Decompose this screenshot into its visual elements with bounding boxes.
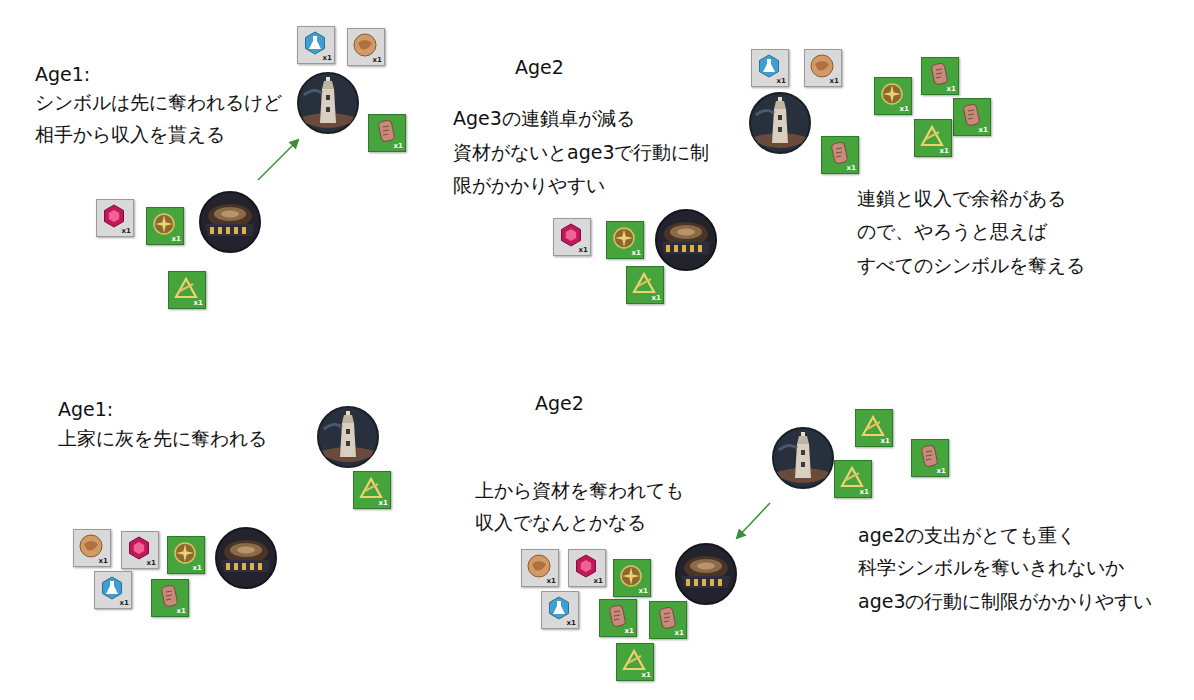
science-tile: x1 (613, 559, 651, 597)
science-tile: x1 (626, 266, 664, 304)
resource-tile: x1 (553, 218, 591, 256)
count-label: x1 (777, 77, 786, 85)
resource-tile: x1 (73, 529, 111, 567)
resource-tile: x1 (347, 28, 385, 66)
resource-tile: x1 (94, 571, 132, 609)
count-label: x1 (147, 559, 156, 567)
note-text: 収入でなんとかなる (475, 510, 646, 534)
count-label: x1 (194, 299, 203, 307)
resource-tile: x1 (568, 549, 606, 587)
count-label: x1 (847, 164, 856, 172)
science-tile: x1 (167, 536, 205, 574)
flow-arrow (258, 140, 298, 180)
note-text: age3の行動に制限がかかりやすい (858, 589, 1152, 613)
science-tile: x1 (834, 460, 872, 498)
count-label: x1 (172, 235, 181, 243)
age-heading: Age1: (35, 62, 90, 86)
science-tile: x1 (616, 643, 654, 681)
resource-tile: x1 (521, 549, 559, 587)
count-label: x1 (323, 54, 332, 62)
count-label: x1 (177, 607, 186, 615)
science-tile: x1 (649, 601, 687, 639)
science-tile: x1 (353, 471, 391, 509)
count-label: x1 (675, 629, 684, 637)
note-text: 連鎖と収入で余裕がある (857, 186, 1066, 210)
note-text: 上から資材を奪われても (475, 478, 684, 502)
count-label: x1 (394, 142, 403, 150)
resource-tile: x1 (121, 531, 159, 569)
science-tile: x1 (921, 57, 959, 95)
count-label: x1 (652, 294, 661, 302)
note-text: 限がかかりやすい (453, 173, 605, 197)
count-label: x1 (99, 557, 108, 565)
age-heading: Age2 (515, 55, 564, 79)
note-text: 相手から収入を貰える (35, 122, 225, 146)
resource-tile: x1 (297, 26, 335, 64)
count-label: x1 (937, 467, 946, 475)
note-text: Age3の連鎖卓が減る (453, 106, 635, 130)
science-tile: x1 (855, 409, 893, 447)
resource-tile: x1 (804, 49, 842, 87)
count-label: x1 (860, 488, 869, 496)
count-label: x1 (642, 671, 651, 679)
wonder-lighthouse (773, 428, 833, 488)
wonder-disc (676, 544, 736, 604)
science-tile: x1 (368, 114, 406, 152)
flow-arrow (737, 503, 770, 538)
resource-tile: x1 (96, 199, 134, 237)
wonder-disc (656, 210, 716, 270)
science-tile: x1 (146, 207, 184, 245)
resource-tile: x1 (751, 49, 789, 87)
note-text: すべてのシンボルを奪える (857, 253, 1085, 277)
count-label: x1 (120, 599, 129, 607)
count-label: x1 (830, 77, 839, 85)
count-label: x1 (579, 246, 588, 254)
count-label: x1 (193, 564, 202, 572)
count-label: x1 (122, 227, 131, 235)
count-label: x1 (881, 437, 890, 445)
count-label: x1 (947, 85, 956, 93)
note-text: age2の支出がとても重く (858, 523, 1076, 547)
note-text: シンボルは先に奪われるけど (35, 90, 282, 114)
science-tile: x1 (599, 599, 637, 637)
count-label: x1 (594, 577, 603, 585)
science-tile: x1 (606, 221, 644, 259)
count-label: x1 (373, 56, 382, 64)
wonder-lighthouse (298, 73, 358, 133)
note-text: 上家に灰を先に奪われる (58, 426, 267, 450)
count-label: x1 (625, 627, 634, 635)
science-tile: x1 (151, 579, 189, 617)
science-tile: x1 (874, 77, 912, 115)
count-label: x1 (379, 499, 388, 507)
note-text: 資材がないとage3で行動に制 (453, 140, 709, 164)
wonder-disc (200, 192, 260, 252)
count-label: x1 (632, 249, 641, 257)
count-label: x1 (567, 619, 576, 627)
wonder-lighthouse (750, 93, 810, 153)
count-label: x1 (979, 126, 988, 134)
science-tile: x1 (168, 271, 206, 309)
count-label: x1 (547, 577, 556, 585)
count-label: x1 (900, 105, 909, 113)
count-label: x1 (639, 587, 648, 595)
resource-tile: x1 (541, 591, 579, 629)
age-heading: Age1: (58, 397, 113, 421)
science-tile: x1 (914, 119, 952, 157)
note-text: 科学シンボルを奪いきれないか (858, 555, 1124, 579)
wonder-disc (216, 528, 276, 588)
age-heading: Age2 (535, 391, 584, 415)
note-text: ので、やろうと思えば (857, 219, 1047, 243)
science-tile: x1 (821, 136, 859, 174)
science-tile: x1 (911, 439, 949, 477)
count-label: x1 (940, 147, 949, 155)
wonder-lighthouse (318, 407, 378, 467)
science-tile: x1 (953, 98, 991, 136)
